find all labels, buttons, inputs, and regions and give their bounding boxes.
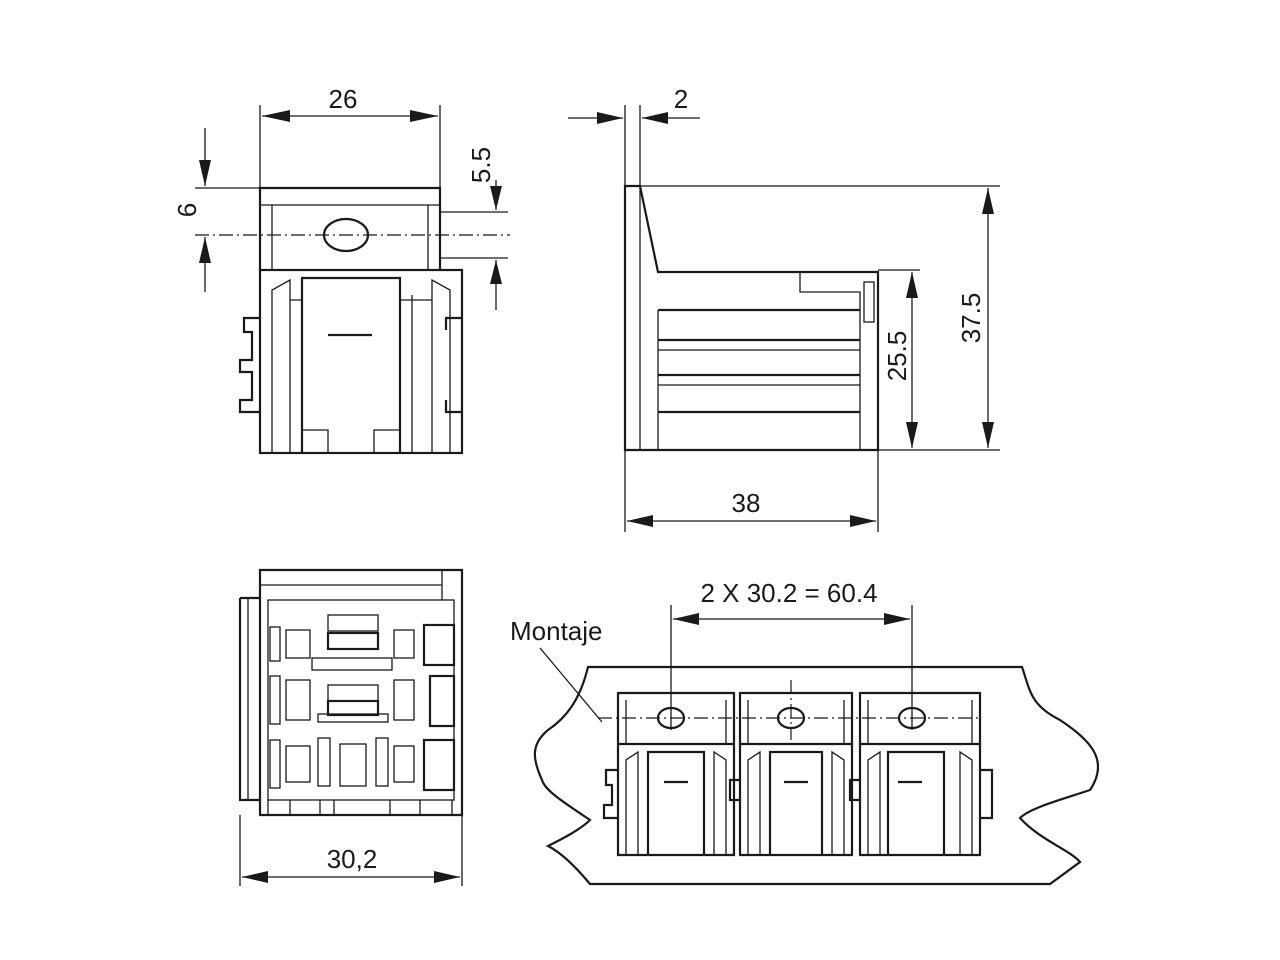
bottom-view (238, 568, 464, 886)
dimension-bottom-width: 30,2 (327, 844, 378, 874)
mounting-label: Montaje (510, 616, 603, 646)
front-view (195, 105, 510, 455)
mounting-rail-view (533, 665, 1100, 886)
dimension-top-width: 26 (329, 84, 358, 114)
dimension-body-height: 25.5 (882, 331, 912, 382)
dimension-depth: 38 (732, 488, 761, 518)
side-view (568, 105, 1000, 532)
dimension-total-height: 37.5 (956, 293, 986, 344)
dimension-side-offset: 2 (674, 84, 688, 114)
mounting-dimension (539, 605, 980, 740)
montaje-leader-line (539, 647, 603, 723)
socket-module-1 (602, 691, 736, 857)
dimension-pitch: 2 X 30.2 = 60.4 (700, 578, 877, 608)
dimension-top-height: 6 (172, 203, 202, 217)
socket-module-3 (848, 691, 994, 857)
dimension-hole-offset: 5.5 (466, 147, 496, 183)
